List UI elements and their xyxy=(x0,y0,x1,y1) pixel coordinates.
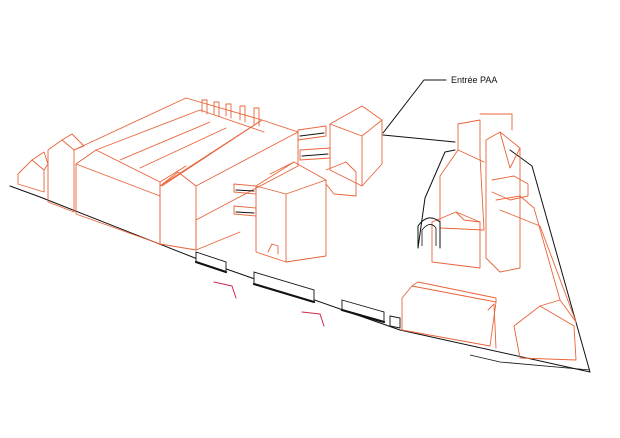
site-outline xyxy=(9,134,591,373)
building-small-shed-left xyxy=(17,151,49,193)
entry-annotation: Entrée PAA xyxy=(382,75,497,134)
site-boundary-front xyxy=(9,185,591,373)
arch-outer xyxy=(417,217,441,249)
building-right-long xyxy=(431,113,577,323)
building-central-tower xyxy=(255,161,327,263)
building-far-right-gable xyxy=(513,299,577,361)
courtyard-edge-back xyxy=(382,134,456,143)
building-rear-tower xyxy=(325,105,383,197)
entry-arrows xyxy=(213,281,325,327)
street-gates xyxy=(194,251,401,329)
courtyard-edge-left xyxy=(417,149,456,249)
entry-arrow-icon xyxy=(213,281,237,299)
entry-label: Entrée PAA xyxy=(451,75,497,85)
site-boundary-right xyxy=(531,165,591,373)
entry-arrow-icon xyxy=(301,311,325,327)
arched-entrance xyxy=(417,217,441,249)
gate-post xyxy=(389,315,401,329)
building-middle-block xyxy=(159,119,299,251)
courtyard-edge-right xyxy=(509,149,533,167)
building-gable-tower-left xyxy=(47,133,85,213)
arch-inner xyxy=(421,224,437,246)
chimneys xyxy=(201,99,260,127)
gate-1 xyxy=(195,251,227,273)
annotation-leader-line xyxy=(382,79,447,134)
site-boundary-front-inner xyxy=(469,354,591,371)
connector-bridges xyxy=(233,125,331,217)
building-front-right-block xyxy=(401,281,497,349)
